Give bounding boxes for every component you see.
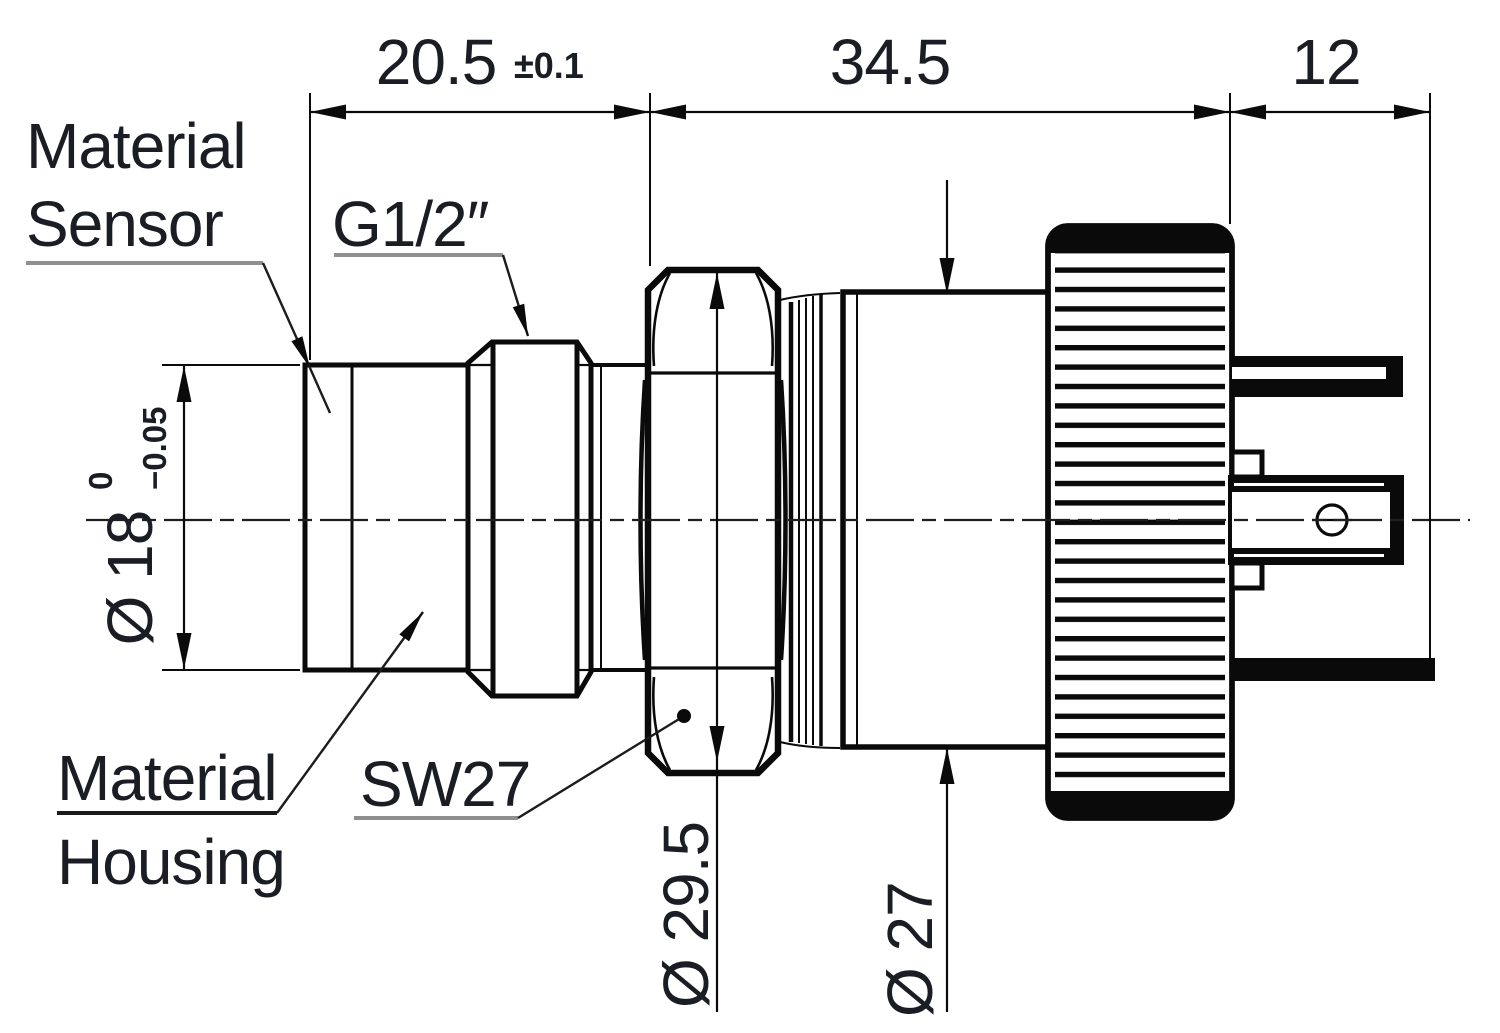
- connector-pins: [1228, 356, 1435, 681]
- part-geometry: [302, 223, 1435, 821]
- dim-34-5: 34.5: [830, 26, 951, 98]
- wrench-size-label: SW27: [360, 748, 530, 820]
- pin-top: [1230, 356, 1403, 397]
- callout-material-sensor-line1: Material: [26, 110, 246, 182]
- knurled-knob: [1045, 223, 1235, 821]
- dia-29-5-label: Ø 29.5: [650, 822, 722, 1008]
- drawing-text: 20.5 ±0.1 34.5 12 Material Sensor G1/2″ …: [26, 26, 1362, 1017]
- dim-12: 12: [1291, 26, 1360, 98]
- thread-leader-arrow: [512, 303, 528, 336]
- dim-20-5-tolerance: ±0.1: [514, 45, 584, 86]
- dia-18-tol-lower: −0.05: [136, 407, 173, 491]
- dia-27-label-group: Ø 27: [874, 882, 946, 1017]
- sensor-leader-arrow: [291, 336, 310, 368]
- callout-leaders: [26, 253, 691, 820]
- dia-27-label: Ø 27: [874, 882, 946, 1017]
- dia-18-label: Ø 18: [94, 511, 166, 646]
- pin-bottom: [1230, 658, 1435, 681]
- sw27-leader-dot: [677, 709, 691, 723]
- housing-leader-arrow: [399, 612, 423, 642]
- neck: [591, 363, 652, 672]
- dimension-graphics: [162, 93, 1431, 1012]
- callout-material-housing-line1: Material: [57, 742, 277, 814]
- dia-18-tol-upper: 0: [82, 472, 119, 490]
- hex-nut: [638, 266, 788, 777]
- dia-29-5-label-group: Ø 29.5: [650, 822, 722, 1008]
- callout-material-housing-line2: Housing: [57, 826, 285, 898]
- dia-18-label-group: Ø 18 0 −0.05: [82, 407, 173, 646]
- dim-20-5: 20.5: [376, 26, 497, 98]
- thread-label: G1/2″: [332, 188, 489, 260]
- callout-material-sensor-line2: Sensor: [26, 188, 223, 260]
- sensor-tip: [302, 362, 471, 673]
